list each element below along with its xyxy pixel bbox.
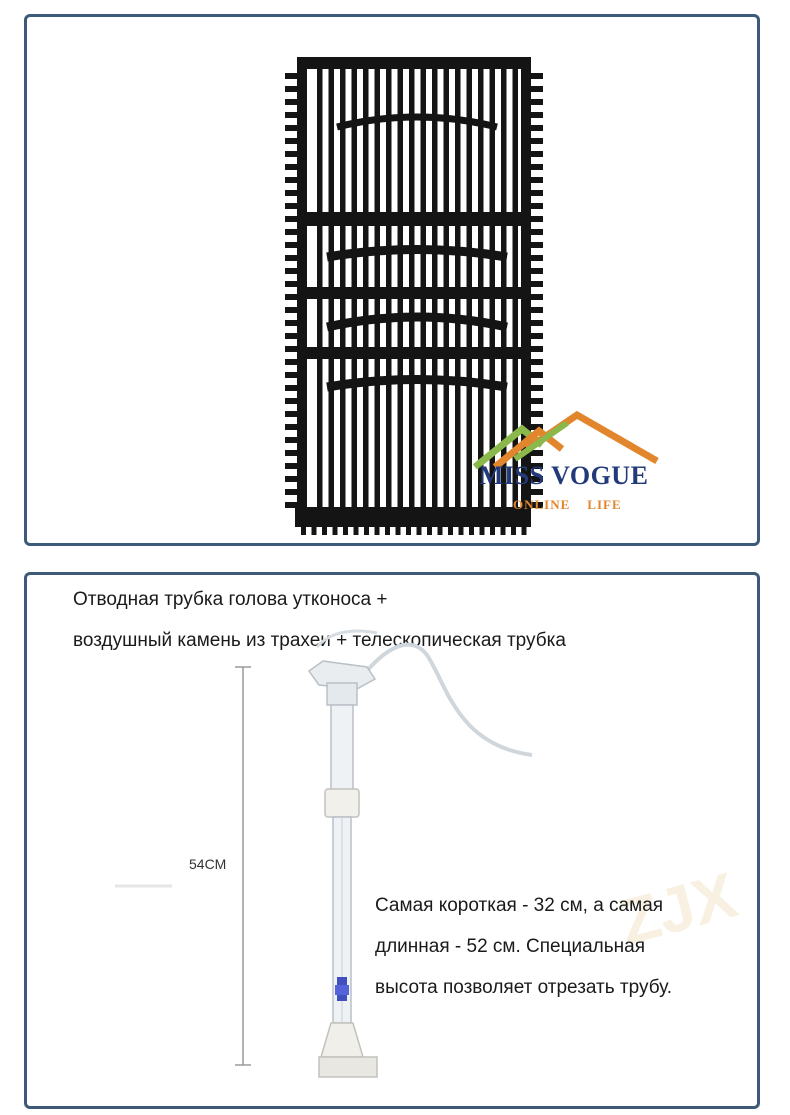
dimension-line: [235, 666, 251, 1066]
heading-line-2: воздушный камень из трахеи + телескопиче…: [73, 630, 566, 651]
brand-logo: MISS VOGUE ONLINE LIFE: [467, 409, 667, 519]
product-photo-panel: MISS VOGUE ONLINE LIFE: [24, 14, 760, 546]
heading-line-1: Отводная трубка голова утконоса +: [73, 589, 388, 610]
air-hose: [360, 642, 533, 757]
description-line-2: длинная - 52 см. Специальная: [375, 936, 646, 957]
roof-logo-icon: [472, 410, 659, 469]
logo-title: MISS VOGUE: [479, 461, 649, 490]
dimension-label: 54CM: [189, 856, 227, 872]
pipe-info-panel: Отводная трубка голова утконоса + воздуш…: [24, 572, 760, 1109]
pipe-assembly-image: ZJX: [115, 629, 744, 1078]
description-line-3: высота позволяет отрезать трубу.: [375, 977, 673, 998]
description-line-1: Самая короткая - 32 см, а самая: [375, 895, 664, 916]
filter-grid-image: [285, 57, 543, 535]
logo-subtitle: ONLINE LIFE: [513, 497, 622, 512]
